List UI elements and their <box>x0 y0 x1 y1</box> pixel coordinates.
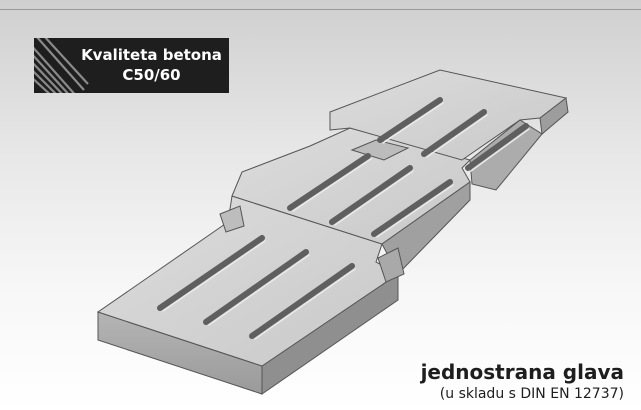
collar-block-mid <box>350 139 410 161</box>
badge-text: Kvaliteta betona C50/60 <box>74 45 229 85</box>
grooves-head <box>377 97 529 171</box>
caption-subtitle: (u skladu s DIN EN 12737) <box>439 386 624 402</box>
caption-title: jednostrana glava <box>420 360 624 384</box>
slab-side-head <box>539 97 569 135</box>
badge-line-2: C50/60 <box>122 66 181 84</box>
collar-block-left <box>219 205 245 233</box>
diagonal-stripes-icon <box>34 38 89 93</box>
product-caption: jednostrana glava (u skladu s DIN EN 127… <box>421 360 624 403</box>
grooves-lower <box>157 235 355 339</box>
badge-line-1: Kvaliteta betona <box>81 46 222 64</box>
grooves-middle <box>287 153 453 237</box>
top-rule <box>0 9 641 10</box>
slab-side-head-notch <box>469 119 543 191</box>
collar-block-right <box>377 247 405 283</box>
concrete-quality-badge: Kvaliteta betona C50/60 <box>34 38 229 93</box>
